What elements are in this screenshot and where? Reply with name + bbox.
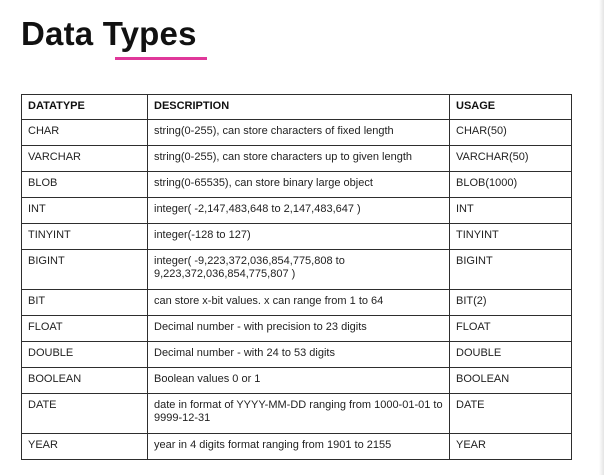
datatype-cell: DATE (21, 393, 148, 434)
datatype-cell: BIGINT (21, 249, 148, 290)
description-cell: year in 4 digits format ranging from 190… (147, 433, 450, 460)
table-row: BIT can store x-bit values. x can range … (21, 289, 572, 316)
table-row: BIGINT integer( -9,223,372,036,854,775,8… (21, 249, 572, 290)
description-cell: integer( -2,147,483,648 to 2,147,483,647… (147, 197, 450, 224)
description-cell: can store x-bit values. x can range from… (147, 289, 450, 316)
datatype-cell: VARCHAR (21, 145, 148, 172)
usage-cell: BLOB(1000) (449, 171, 572, 198)
table-header-row: DATATYPE DESCRIPTION USAGE (21, 94, 572, 120)
table-row: INT integer( -2,147,483,648 to 2,147,483… (21, 197, 572, 224)
datatype-cell: BIT (21, 289, 148, 316)
table-row: FLOAT Decimal number - with precision to… (21, 315, 572, 342)
title-underline (115, 57, 207, 60)
table-row: BOOLEAN Boolean values 0 or 1 BOOLEAN (21, 367, 572, 394)
table-row: CHAR string(0-255), can store characters… (21, 119, 572, 146)
description-cell: Decimal number - with precision to 23 di… (147, 315, 450, 342)
table-row: VARCHAR string(0-255), can store charact… (21, 145, 572, 172)
description-cell: string(0-255), can store characters of f… (147, 119, 450, 146)
datatype-cell: TINYINT (21, 223, 148, 250)
table-row: DATE date in format of YYYY-MM-DD rangin… (21, 393, 572, 434)
table-row: TINYINT integer(-128 to 127) TINYINT (21, 223, 572, 250)
datatype-cell: DOUBLE (21, 341, 148, 368)
description-cell: date in format of YYYY-MM-DD ranging fro… (147, 393, 450, 434)
description-cell: Decimal number - with 24 to 53 digits (147, 341, 450, 368)
datatype-cell: FLOAT (21, 315, 148, 342)
usage-cell: BIT(2) (449, 289, 572, 316)
table-row: BLOB string(0-65535), can store binary l… (21, 171, 572, 198)
usage-cell: FLOAT (449, 315, 572, 342)
header-usage: USAGE (449, 94, 572, 120)
edge-shadow (599, 0, 604, 475)
usage-cell: INT (449, 197, 572, 224)
page-title: Data Types (21, 15, 197, 52)
table-row: DOUBLE Decimal number - with 24 to 53 di… (21, 341, 572, 368)
usage-cell: YEAR (449, 433, 572, 460)
usage-cell: DATE (449, 393, 572, 434)
usage-cell: BOOLEAN (449, 367, 572, 394)
usage-cell: TINYINT (449, 223, 572, 250)
datatype-cell: INT (21, 197, 148, 224)
datatype-cell: CHAR (21, 119, 148, 146)
description-cell: integer(-128 to 127) (147, 223, 450, 250)
datatype-cell: BOOLEAN (21, 367, 148, 394)
description-cell: integer( -9,223,372,036,854,775,808 to 9… (147, 249, 450, 290)
description-cell: Boolean values 0 or 1 (147, 367, 450, 394)
table-row: YEAR year in 4 digits format ranging fro… (21, 433, 572, 460)
datatype-cell: BLOB (21, 171, 148, 198)
description-cell: string(0-65535), can store binary large … (147, 171, 450, 198)
data-types-table: DATATYPE DESCRIPTION USAGE CHAR string(0… (21, 94, 572, 460)
usage-cell: BIGINT (449, 249, 572, 290)
usage-cell: DOUBLE (449, 341, 572, 368)
usage-cell: CHAR(50) (449, 119, 572, 146)
datatype-cell: YEAR (21, 433, 148, 460)
header-datatype: DATATYPE (21, 94, 148, 120)
header-description: DESCRIPTION (147, 94, 450, 120)
usage-cell: VARCHAR(50) (449, 145, 572, 172)
description-cell: string(0-255), can store characters up t… (147, 145, 450, 172)
